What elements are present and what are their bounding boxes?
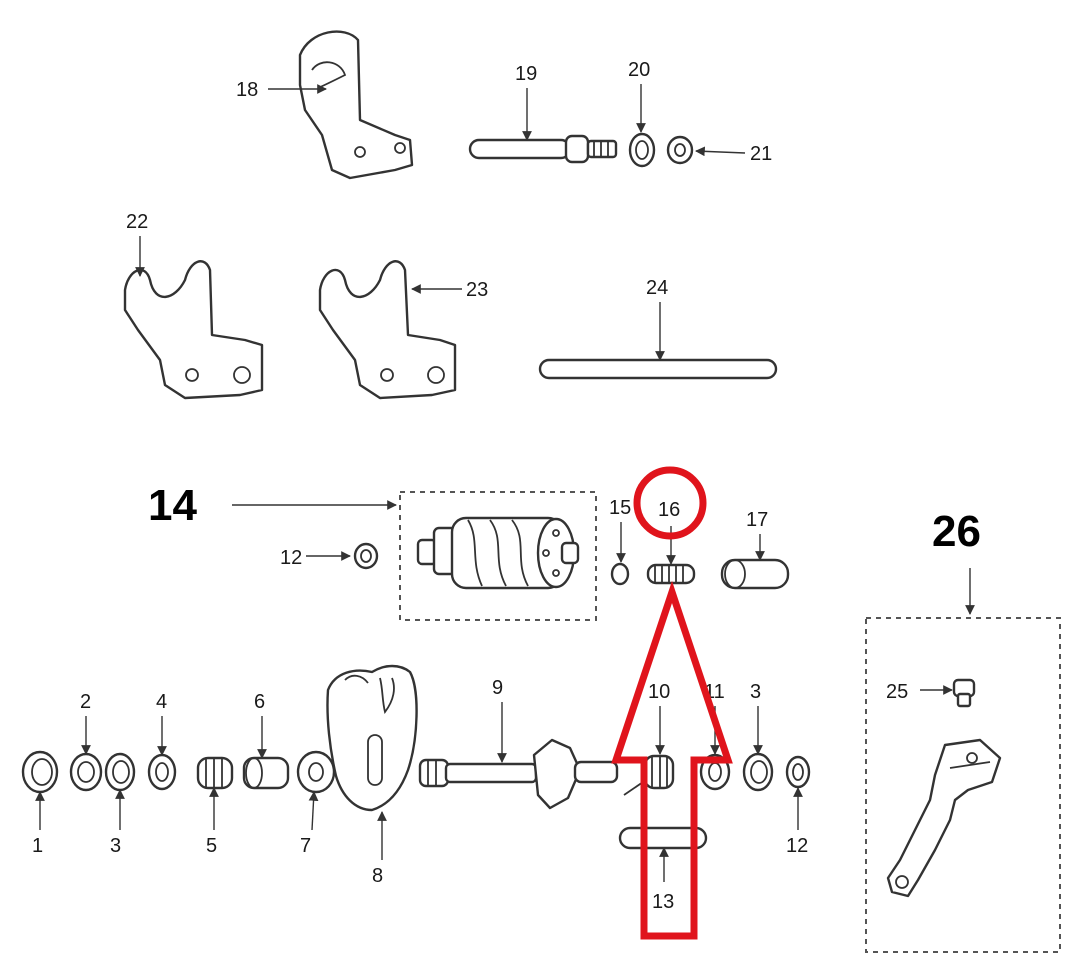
part-26-arm xyxy=(886,738,1002,898)
callout-8: 8 xyxy=(372,865,383,887)
part-20-washer xyxy=(628,132,656,168)
callout-5: 5 xyxy=(206,835,217,857)
callout-7: 7 xyxy=(300,835,311,857)
part-6-bushing xyxy=(242,756,290,790)
callout-15: 15 xyxy=(609,497,631,519)
part-1-seal xyxy=(21,750,59,794)
callout-23: 23 xyxy=(466,279,488,301)
callout-1: 1 xyxy=(32,835,43,857)
callout-22: 22 xyxy=(126,211,148,233)
part-23-fork xyxy=(318,260,457,400)
callout-19: 19 xyxy=(515,63,537,85)
part-3-ring-b xyxy=(742,752,774,792)
part-9-shaft xyxy=(418,738,619,810)
callout-26: 26 xyxy=(932,507,981,556)
callout-4: 4 xyxy=(156,691,167,713)
callout-18: 18 xyxy=(236,79,258,101)
highlight-circle-16 xyxy=(633,466,707,540)
callout-16: 16 xyxy=(658,499,680,521)
callout-13: 13 xyxy=(652,891,674,913)
part-25-screw xyxy=(952,678,976,708)
part-7-washer xyxy=(296,750,336,794)
callout-25: 25 xyxy=(886,681,908,703)
callout-12-bottom: 12 xyxy=(786,835,808,857)
callout-10: 10 xyxy=(648,681,670,703)
callout-17: 17 xyxy=(746,509,768,531)
callout-24: 24 xyxy=(646,277,668,299)
part-15-clip xyxy=(610,562,630,586)
highlight-arrow xyxy=(611,580,733,940)
part-4-washer xyxy=(147,753,177,791)
callout-2: 2 xyxy=(80,691,91,713)
part-3-ring-a xyxy=(104,752,136,792)
part-12-ring-bottom xyxy=(785,755,811,789)
part-8-plate xyxy=(326,664,418,812)
callout-21: 21 xyxy=(750,143,772,165)
callout-3-a: 3 xyxy=(110,835,121,857)
part-16-spring xyxy=(646,563,696,585)
assembly-26-box xyxy=(865,617,1061,953)
callout-6: 6 xyxy=(254,691,265,713)
part-19-pin xyxy=(468,134,618,164)
part-22-fork xyxy=(123,260,264,400)
assembly-14-box xyxy=(399,491,597,621)
part-5-spring xyxy=(196,756,234,790)
part-24-rod xyxy=(538,358,778,380)
part-18-lever xyxy=(298,30,414,180)
callout-9: 9 xyxy=(492,677,503,699)
part-17-sleeve xyxy=(720,558,790,590)
callout-12-top: 12 xyxy=(280,547,302,569)
part-2-washer xyxy=(69,752,103,792)
part-12-washer-top xyxy=(353,542,379,570)
callout-3-b: 3 xyxy=(750,681,761,703)
part-14-shift-drum xyxy=(416,516,580,590)
callout-14: 14 xyxy=(148,481,197,530)
part-21-nut xyxy=(666,135,694,165)
callout-20: 20 xyxy=(628,59,650,81)
